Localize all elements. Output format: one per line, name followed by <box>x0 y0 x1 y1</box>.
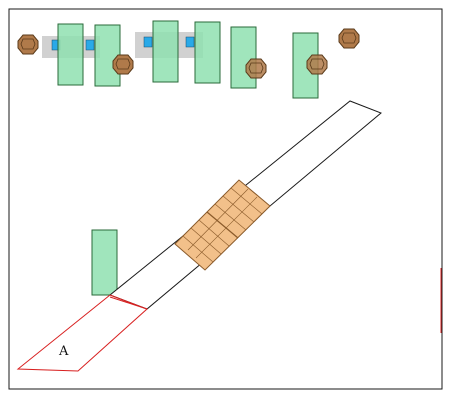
tree-icon <box>306 54 328 75</box>
green-block-2 <box>94 24 121 87</box>
green-block-5 <box>230 26 257 89</box>
parked-vehicle-icon <box>85 39 95 51</box>
green-block-lower <box>91 229 118 296</box>
region-label-a: A <box>58 344 69 359</box>
tree-icon <box>338 28 360 49</box>
tree-icon <box>112 54 134 75</box>
tree-icon <box>245 58 267 79</box>
green-block-4 <box>194 21 221 84</box>
parked-vehicle-icon <box>185 36 195 48</box>
green-block-1 <box>57 23 84 86</box>
plan-frame <box>8 8 443 390</box>
tree-icon <box>17 34 39 55</box>
parcel-a-boundary <box>16 294 148 372</box>
parked-vehicle-icon <box>143 36 153 48</box>
green-block-3 <box>152 20 179 83</box>
deck-platform-icon <box>174 179 271 271</box>
parcel-a-divider <box>109 296 148 310</box>
